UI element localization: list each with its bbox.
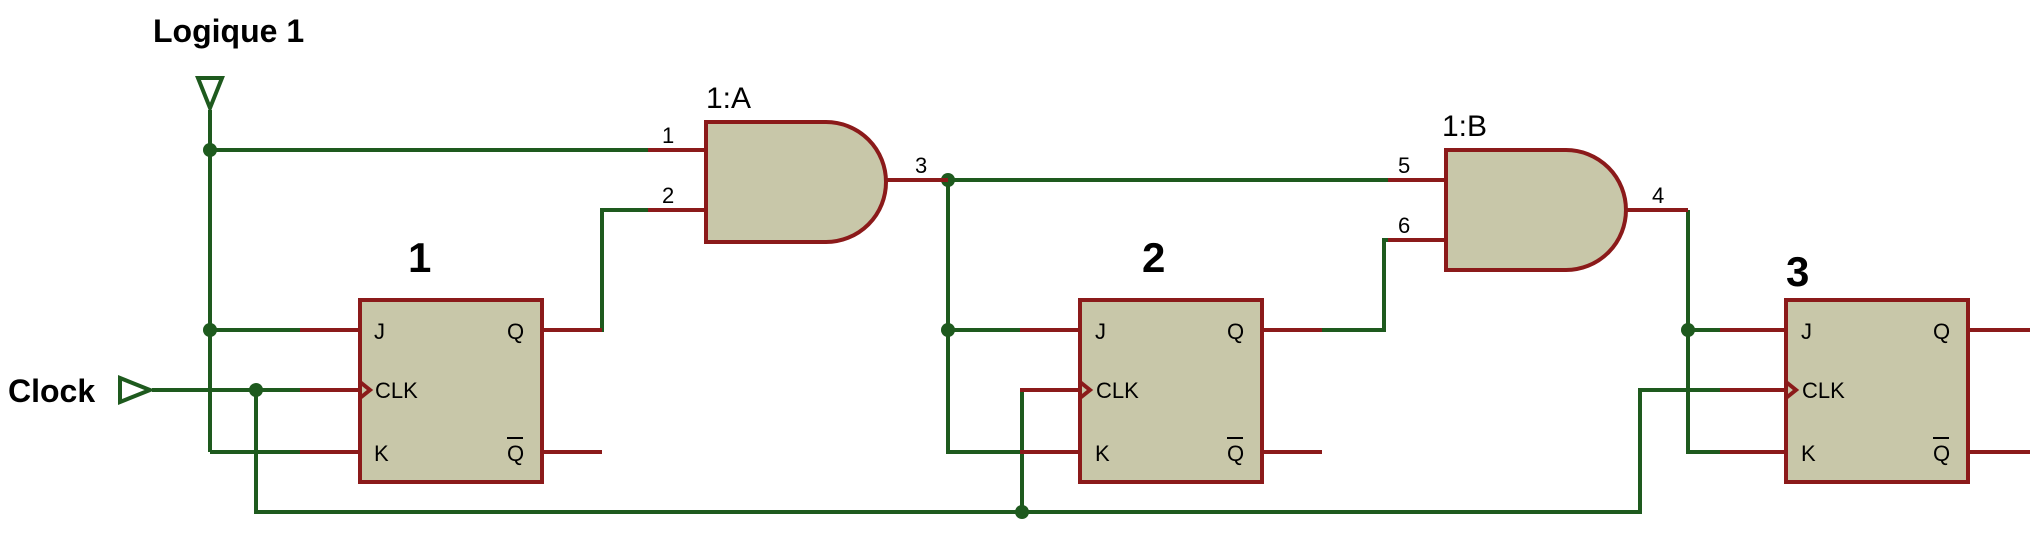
ff1-clk-label: CLK	[375, 378, 418, 403]
ff1-body	[358, 298, 544, 484]
and-a-label: 1:A	[706, 82, 751, 115]
junction-dot	[203, 323, 217, 337]
junction-dot	[1015, 505, 1029, 519]
and-a-pin2-number: 2	[662, 183, 674, 208]
ff2-body	[1078, 298, 1264, 484]
ff3-clock-edge-icon	[1784, 380, 1800, 400]
and-gate-a: 1:A 1 2 3	[648, 82, 948, 244]
ff2-qbar-label: Q	[1227, 441, 1244, 466]
wires	[152, 110, 1720, 514]
ff2-q-label: Q	[1227, 319, 1244, 344]
ff1-j-label: J	[374, 319, 385, 344]
ff3-clk-label: CLK	[1802, 378, 1845, 403]
wire-net3-down	[946, 180, 1020, 454]
wire-net4	[1686, 210, 1720, 454]
logic-one-terminal: Logique 1	[153, 13, 304, 114]
wire-ff2q-to-and-b-in6	[1322, 238, 1388, 332]
and-gate-b: 1:B 5 6 4	[1388, 110, 1688, 272]
junction-dot	[941, 323, 955, 337]
and-b-pin6-number: 6	[1398, 213, 1410, 238]
ff2-title: 2	[1142, 234, 1165, 281]
ff1-k-label: K	[374, 441, 389, 466]
and-b-pin5-number: 5	[1398, 153, 1410, 178]
junction-dot	[203, 143, 217, 157]
and-b-label: 1:B	[1442, 110, 1487, 143]
ff2-k-label: K	[1095, 441, 1110, 466]
logic-one-label: Logique 1	[153, 13, 304, 49]
ff1-qbar-label: Q	[507, 441, 524, 466]
and-b-body	[1444, 148, 1628, 272]
ff1-q-label: Q	[507, 319, 524, 344]
ff2-j-label: J	[1095, 319, 1106, 344]
ff3-k-label: K	[1801, 441, 1816, 466]
ff3-body	[1784, 298, 1970, 484]
jk-flipflop-1: 1 J CLK K Q Q	[300, 234, 602, 484]
jk-flipflop-3: 3 J CLK K Q Q	[1720, 248, 2030, 484]
ff3-j-label: J	[1801, 319, 1812, 344]
jk-flipflop-2: 2 J CLK K Q Q	[1020, 234, 1322, 484]
ff3-qbar-label: Q	[1933, 441, 1950, 466]
wire-ff1q-to-and-a-in2	[600, 208, 648, 332]
ff2-clk-label: CLK	[1096, 378, 1139, 403]
ff1-title: 1	[408, 234, 431, 281]
and-a-pin1-number: 1	[662, 123, 674, 148]
junction-dot	[249, 383, 263, 397]
clock-label: Clock	[8, 373, 95, 409]
ff3-title: 3	[1786, 248, 1809, 295]
and-a-body	[704, 120, 888, 244]
wire-clock-bus	[254, 388, 1720, 514]
ff3-q-label: Q	[1933, 319, 1950, 344]
junction-dot	[1681, 323, 1695, 337]
and-b-pin4-number: 4	[1652, 183, 1664, 208]
and-a-pin3-number: 3	[915, 153, 927, 178]
ff2-clock-edge-icon	[1078, 380, 1094, 400]
ff1-clock-edge-icon	[358, 380, 374, 400]
logic-one-terminal-icon	[195, 76, 225, 114]
clock-terminal-icon	[118, 375, 156, 405]
clock-terminal: Clock	[8, 373, 156, 409]
junctions	[203, 143, 1695, 519]
